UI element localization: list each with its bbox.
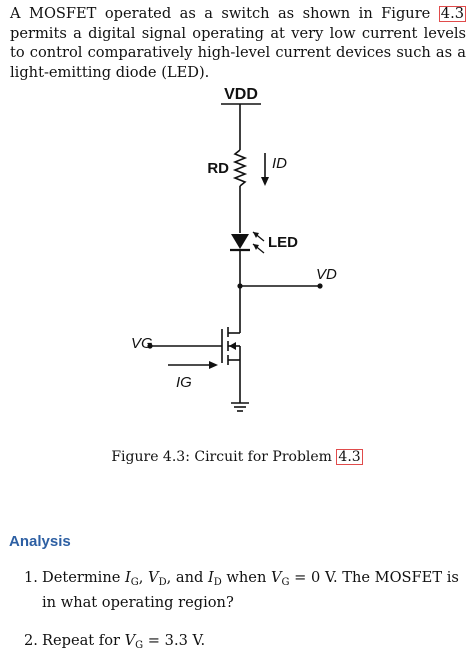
intro-text-start: A MOSFET operated as a switch as shown i…: [10, 5, 439, 22]
ground-symbol: [231, 402, 249, 412]
problem-reference-link[interactable]: 4.3: [336, 449, 363, 465]
resistor-rd: [232, 149, 248, 187]
intro-paragraph: A MOSFET operated as a switch as shown i…: [10, 4, 466, 82]
question-number: 2.: [24, 632, 38, 649]
vg-label: VG: [131, 335, 153, 352]
vdd-label: VDD: [224, 86, 258, 103]
vg-terminal-dot: [147, 343, 153, 349]
led-diode: [230, 234, 250, 252]
caption-text: Figure 4.3: Circuit for Problem: [111, 449, 337, 465]
id-label: ID: [272, 155, 287, 172]
led-label: LED: [268, 234, 298, 251]
question-text: Determine IG, VD, and ID when VG = 0 V. …: [42, 569, 459, 611]
vd-label: VD: [316, 266, 337, 283]
intro-text-end: permits a digital signal operating at ve…: [10, 24, 466, 81]
drain-node-dot: [237, 283, 243, 289]
rd-label: RD: [207, 160, 229, 177]
mosfet-body-arrow: [229, 342, 236, 350]
figure-caption: Figure 4.3: Circuit for Problem 4.3: [0, 449, 474, 465]
figure-reference-link[interactable]: 4.3: [438, 5, 466, 22]
question-number: 1.: [24, 569, 38, 586]
vd-terminal-dot: [317, 283, 323, 289]
circuit-diagram: VDD RD ID LED VD VG IG: [131, 86, 337, 412]
ig-label: IG: [176, 374, 192, 391]
question-text: Repeat for VG = 3.3 V.: [42, 632, 206, 651]
analysis-heading: Analysis: [9, 533, 71, 550]
